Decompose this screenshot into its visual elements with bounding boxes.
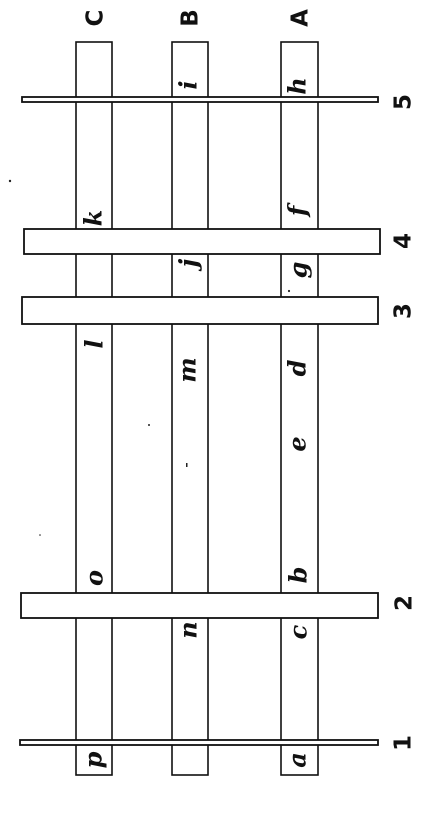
- crossbar-2: [20, 592, 379, 619]
- letter-label-j: j: [174, 258, 203, 271]
- letter-label-l: l: [80, 339, 109, 348]
- letter-labels: k i h j f g l m d e o n b c p a: [79, 77, 313, 768]
- letter-label-c: c: [284, 624, 313, 639]
- letter-label-b: b: [284, 567, 313, 584]
- rail-b: [171, 41, 209, 776]
- speck-mid-dash: [186, 463, 188, 467]
- rail-c: [75, 41, 113, 776]
- letter-label-h: h: [283, 77, 312, 94]
- letter-label-f: f: [283, 202, 312, 218]
- crossbar-1: [19, 739, 379, 746]
- crossbar-label-4: 4: [391, 233, 417, 249]
- crossbar-5: [21, 96, 379, 103]
- speck-top-left: [8, 179, 12, 183]
- letter-label-i: i: [174, 80, 203, 89]
- rail-a: [280, 41, 319, 776]
- letter-label-d: d: [283, 359, 312, 376]
- crossbars-group: [19, 96, 381, 746]
- letter-label-o: o: [80, 570, 109, 586]
- crossbar-3: [21, 296, 379, 325]
- crossbar-label-2: 2: [392, 595, 418, 611]
- speck-left-mid: [39, 534, 41, 536]
- crossbar-label-3: 3: [391, 303, 417, 319]
- letter-label-a: a: [283, 752, 312, 768]
- small-marks: [8, 179, 291, 536]
- crossbar-labels: 5 4 3 2 1: [391, 94, 418, 751]
- rail-label-b: B: [178, 9, 204, 27]
- rail-label-a: A: [288, 9, 314, 27]
- crossbar-4: [23, 228, 381, 255]
- letter-label-n: n: [174, 621, 203, 638]
- speck-center: [148, 424, 150, 426]
- rails-group: [75, 41, 319, 776]
- letter-label-p: p: [79, 751, 108, 768]
- letter-label-g: g: [284, 262, 313, 279]
- rail-labels: C B A: [83, 9, 314, 27]
- crossbar-label-5: 5: [391, 94, 417, 110]
- rail-label-c: C: [83, 10, 109, 27]
- letter-label-m: m: [173, 357, 202, 382]
- letter-label-k: k: [79, 210, 108, 227]
- crossbar-label-1: 1: [391, 735, 417, 751]
- letter-label-e: e: [283, 436, 312, 451]
- speck-g-area: [287, 289, 291, 293]
